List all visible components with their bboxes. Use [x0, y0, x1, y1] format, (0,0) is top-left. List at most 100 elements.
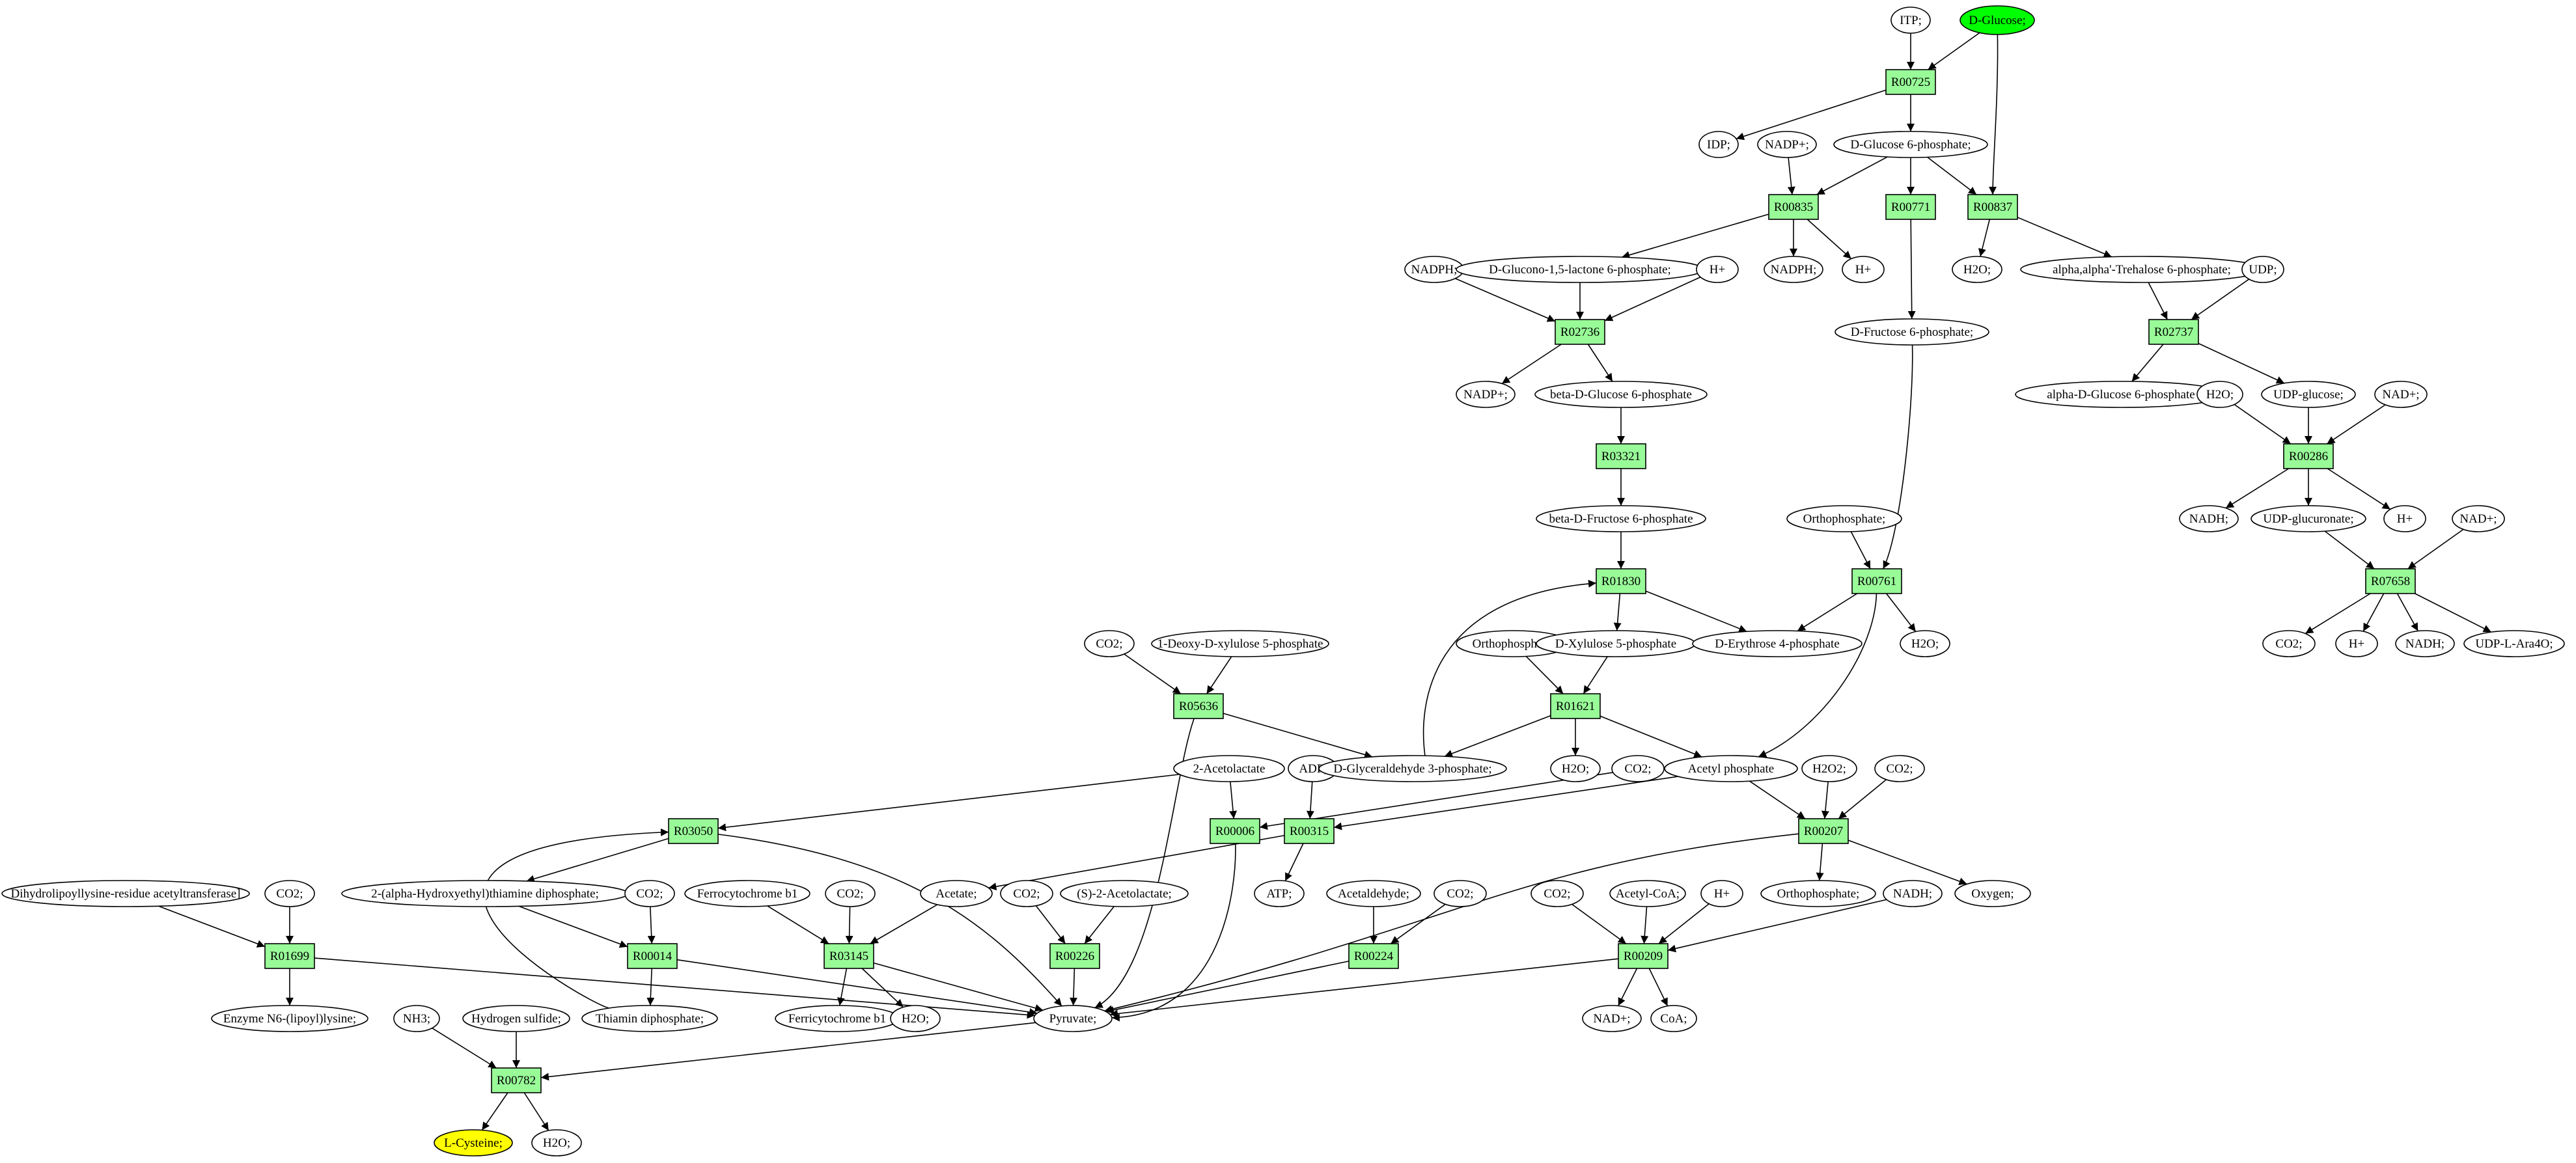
node-label: Acetyl phosphate — [1688, 762, 1774, 776]
metabolite-ellipse — [825, 880, 876, 907]
node-label: R01699 — [270, 950, 309, 963]
metabolite-node-h1: H+ — [1696, 256, 1739, 283]
node-label: R02737 — [2154, 325, 2193, 339]
metabolite-node-itp: ITP; — [1890, 7, 1931, 34]
metabolite-node-nadph2: NADPH; — [1764, 256, 1823, 283]
edge-r00725-to-idp — [1736, 89, 1887, 141]
metabolite-node-co2f: CO2; — [624, 880, 675, 907]
metabolite-ellipse — [1254, 880, 1305, 907]
metabolite-ellipse — [1952, 256, 2002, 283]
edge-r00226-to-pyruvate — [1070, 968, 1078, 1006]
node-label: NADPH; — [1411, 263, 1458, 277]
edge-r00315-to-acetate — [988, 834, 1285, 891]
node-label: R00725 — [1891, 75, 1930, 89]
node-label: D-Erythrose 4-phosphate — [1715, 637, 1840, 651]
metabolite-node-acetylcoa: Acetyl-CoA; — [1609, 880, 1686, 907]
edge-r03145-to-ferric — [837, 968, 848, 1006]
metabolite-node-nh3: NH3; — [393, 1005, 440, 1032]
reaction-box — [627, 943, 678, 969]
node-label: H+ — [1710, 263, 1725, 277]
metabolite-ellipse — [2262, 630, 2316, 657]
node-label: Oxygen; — [1971, 887, 2014, 901]
metabolite-node-acetaldehyde: Acetaldehyde; — [1326, 880, 1421, 907]
edge-trehalose-to-r02737 — [2148, 282, 2168, 320]
metabolite-node-co2g: CO2; — [825, 880, 876, 907]
node-label: NAD+; — [2459, 512, 2497, 526]
metabolite-ellipse — [1833, 131, 1988, 158]
metabolite-node-nad3: NAD+; — [1582, 1005, 1642, 1032]
metabolite-node-ferroc: Ferrocytochrome b1 — [684, 880, 810, 907]
edge-r00224-to-pyruvate — [1105, 961, 1350, 1014]
node-label: H2O; — [1963, 263, 1991, 277]
metabolite-ellipse — [920, 880, 993, 907]
edge-r07658-to-h4 — [2362, 593, 2385, 632]
metabolite-node-co2c: CO2; — [1611, 755, 1665, 782]
metabolite-ellipse — [1536, 505, 1706, 532]
edge-r00761-to-e4p — [1797, 593, 1858, 632]
edge-pyruvate-to-r00782 — [540, 1022, 1036, 1081]
metabolite-ellipse — [1609, 880, 1686, 907]
metabolite-node-enzyme: Enzyme N6-(lipoyl)lysine; — [211, 1005, 368, 1032]
edge-udp-to-r02737 — [2191, 279, 2250, 320]
node-label: R00771 — [1891, 200, 1930, 214]
edge-r00207-to-oxygen — [1848, 840, 1967, 885]
reaction-node-r00771: R00771 — [1885, 194, 1936, 220]
node-label: CO2; — [1544, 887, 1570, 901]
metabolite-ellipse — [1060, 880, 1189, 907]
node-label: R00782 — [497, 1074, 536, 1088]
node-label: D-Xylulose 5-phosphate — [1555, 637, 1676, 651]
node-label: NADPH; — [1771, 263, 1817, 277]
reaction-node-r00006: R00006 — [1210, 818, 1260, 844]
node-label: NADH; — [1893, 887, 1932, 901]
metabolite-ellipse — [1582, 1005, 1642, 1032]
node-label: H2O; — [543, 1136, 570, 1150]
metabolite-ellipse — [264, 880, 315, 907]
node-label: Orthophosphate; — [1473, 637, 1555, 651]
reaction-box — [1284, 818, 1335, 844]
node-label: R07658 — [2371, 575, 2410, 588]
edge-r02737-to-udpglucose — [2198, 342, 2285, 384]
node-label: D-Glucose; — [1969, 14, 2026, 27]
metabolite-ellipse — [2241, 256, 2284, 283]
metabolite-ellipse — [211, 1005, 368, 1032]
edge-r01830-to-e4p — [1645, 590, 1747, 633]
metabolite-ellipse — [2463, 630, 2565, 657]
reaction-node-r00224: R00224 — [1348, 943, 1399, 969]
metabolite-node-pyruvate: Pyruvate; — [1033, 1005, 1113, 1032]
metabolite-node-betag6p: beta-D-Glucose 6-phosphate — [1534, 381, 1708, 408]
reaction-box — [1173, 693, 1224, 719]
metabolite-node-h2o6: H2O; — [531, 1129, 582, 1156]
node-label: D-Glucono-1,5-lactone 6-phosphate; — [1489, 263, 1671, 277]
metabolite-ellipse — [531, 1129, 582, 1156]
metabolite-ellipse — [1318, 755, 1507, 782]
node-label: D-Glucose 6-phosphate; — [1850, 138, 1971, 152]
edge-nad1-to-r00286 — [2326, 404, 2386, 445]
metabolite-node-h2o5: H2O; — [890, 1005, 941, 1032]
metabolite-node-oxygen: Oxygen; — [1954, 880, 2031, 907]
edge-deoxyxyl-to-r05636 — [1206, 656, 1232, 694]
metabolite-node-dglucose: D-Glucose; — [1960, 5, 2035, 35]
node-label: Orthophosphate; — [1803, 512, 1886, 526]
node-label: 1-Deoxy-D-xylulose 5-phosphate — [1157, 637, 1323, 651]
node-label: R00315 — [1290, 825, 1329, 838]
metabolite-node-nadh1: NADH; — [2179, 505, 2239, 532]
node-label: UDP; — [2249, 263, 2277, 277]
metabolite-node-f6p: D-Fructose 6-phosphate; — [1835, 318, 1989, 346]
metabolite-node-co2j: CO2; — [1530, 880, 1584, 907]
metabolite-ellipse — [1757, 131, 1817, 158]
edge-r00286-to-h3 — [2327, 468, 2391, 510]
metabolite-node-trehalose: alpha,alpha'-Trehalose 6-phosphate; — [2020, 256, 2264, 283]
reaction-node-r00835: R00835 — [1768, 194, 1819, 220]
metabolite-ellipse — [1000, 880, 1053, 907]
reaction-node-r00207: R00207 — [1798, 818, 1849, 844]
metabolite-node-nad2: NAD+; — [2452, 505, 2505, 532]
reaction-node-r00782: R00782 — [491, 1067, 542, 1093]
edge-r02737-to-alphag6p — [2131, 344, 2164, 382]
node-label: CoA; — [1660, 1012, 1687, 1026]
metabolite-ellipse — [2179, 505, 2239, 532]
edge-h2o2b-to-r00207 — [1821, 781, 1829, 819]
metabolite-ellipse — [1326, 880, 1421, 907]
edge-f6p-to-r00761 — [1882, 344, 1913, 569]
reaction-box — [1210, 818, 1260, 844]
